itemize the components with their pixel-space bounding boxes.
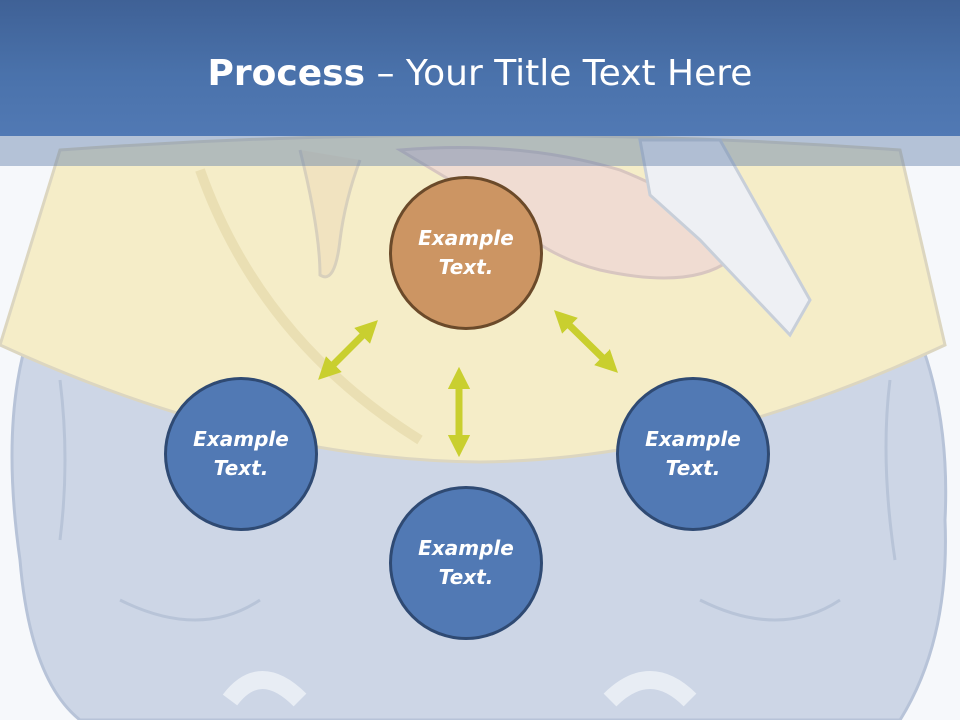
title-bold: Process	[207, 53, 366, 94]
node-right[interactable]: Example Text.	[616, 377, 770, 531]
title-bar	[0, 0, 960, 136]
node-left-text: Example Text.	[193, 427, 289, 480]
title-rest: – Your Title Text Here	[365, 53, 753, 94]
node-left[interactable]: Example Text.	[164, 377, 318, 531]
slide-title[interactable]: Process – Your Title Text Here	[0, 52, 960, 96]
title-strip	[0, 136, 960, 166]
node-bottom[interactable]: Example Text.	[389, 486, 543, 640]
node-bottom-text: Example Text.	[418, 536, 514, 589]
node-top-text: Example Text.	[418, 226, 514, 279]
node-top[interactable]: Example Text.	[389, 176, 543, 330]
node-right-text: Example Text.	[645, 427, 741, 480]
